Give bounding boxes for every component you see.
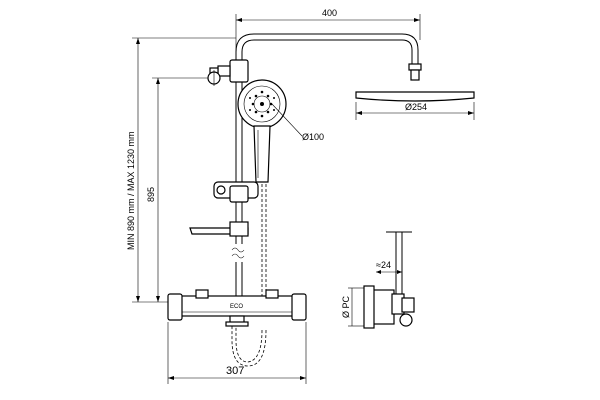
- side-view: ≈24 Ø PC: [341, 231, 415, 329]
- overhead-arm: [235, 33, 419, 66]
- mixer-label: ECO: [230, 304, 243, 310]
- hand-diameter-label: Ø100: [302, 132, 324, 142]
- top-width-label: 400: [322, 8, 337, 18]
- head-shower: Ø254: [355, 63, 475, 120]
- bottom-width-label: 307: [226, 365, 244, 377]
- side-pipe-label: Ø PC: [341, 295, 351, 318]
- bar-height-dimension: 895: [146, 77, 214, 302]
- hand-shower: Ø100: [237, 79, 324, 183]
- thermostatic-mixer: ECO: [167, 289, 307, 327]
- bar-height-label: 895: [146, 187, 156, 202]
- side-offset-label: ≈24: [376, 260, 391, 270]
- top-holder: [207, 59, 249, 86]
- bottom-width-dimension: 307: [167, 322, 307, 384]
- soap-shelf: [189, 221, 249, 237]
- shower-hose: [231, 184, 267, 367]
- head-diameter-label: Ø254: [405, 102, 427, 112]
- height-range-dimension: MIN 890 mm / MAX 1230 mm: [126, 37, 236, 303]
- height-range-label: MIN 890 mm / MAX 1230 mm: [126, 131, 136, 250]
- slider-bracket: [213, 181, 259, 203]
